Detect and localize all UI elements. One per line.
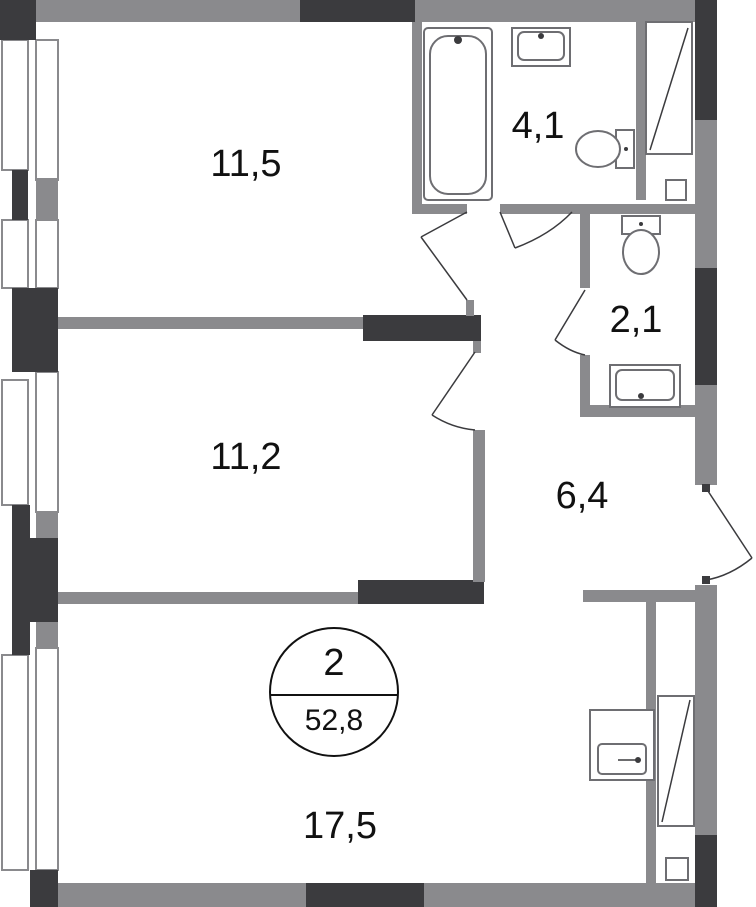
door-swing [514, 211, 573, 249]
bathtub-icon [423, 27, 493, 201]
door-leaf [705, 487, 753, 559]
window [35, 219, 59, 289]
door-leaf [420, 211, 468, 238]
door-swing [420, 236, 468, 301]
wc-toilet-icon [621, 215, 661, 275]
sink-icon [511, 27, 571, 67]
window [1, 654, 29, 871]
left-windows [1, 39, 59, 871]
wc-sink-icon [609, 364, 681, 408]
room-area-bedroom-top: 11,5 [210, 143, 281, 185]
window [35, 647, 59, 871]
washer-icon [645, 21, 693, 201]
door-swing [705, 557, 753, 581]
door-leaf [499, 211, 516, 249]
door-leaf [554, 289, 586, 341]
room-area-bathroom: 4,1 [512, 105, 565, 147]
apartment-badge: 2 52,8 [269, 627, 399, 757]
window [35, 39, 59, 181]
room-area-living-kitchen: 17,5 [303, 805, 377, 847]
window [35, 371, 59, 513]
room-area-bedroom-middle: 11,2 [210, 436, 281, 478]
window [1, 219, 29, 289]
outer-walls [0, 0, 717, 907]
door-leaf [431, 351, 476, 416]
door-swing [431, 414, 476, 431]
kitchen-unit-icon [657, 695, 695, 881]
window [1, 39, 29, 171]
room-area-hallway: 6,4 [556, 475, 609, 517]
fixtures [423, 21, 695, 881]
badge-room-count: 2 [323, 642, 344, 684]
badge-circle [269, 627, 399, 757]
window [1, 379, 29, 506]
kitchen-sink-icon [589, 709, 655, 781]
badge-total-area: 52,8 [305, 704, 363, 737]
room-area-toilet: 2,1 [610, 299, 663, 341]
door-swing [554, 339, 586, 356]
doors [420, 211, 753, 584]
interior-walls [58, 22, 695, 883]
toilet-icon [575, 129, 635, 169]
